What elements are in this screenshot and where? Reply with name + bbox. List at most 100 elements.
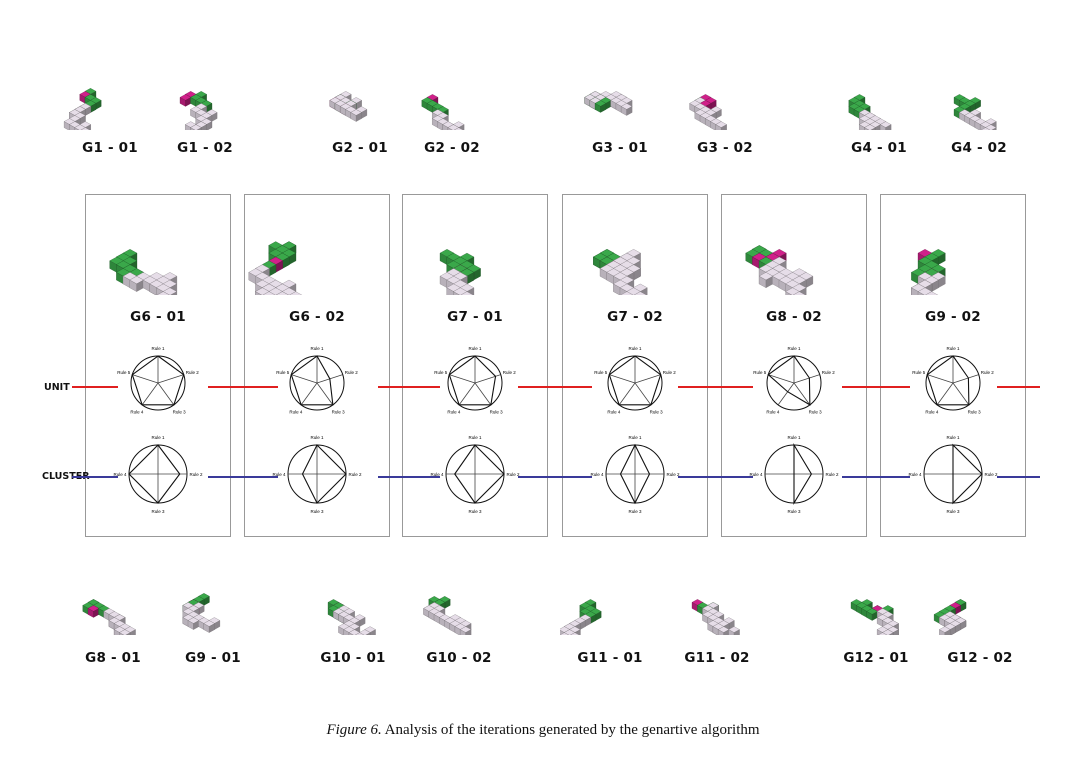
cluster-connector-line [518,476,592,478]
radar-axis-label: Rule 2 [503,370,517,375]
radar-polygon [128,444,181,504]
building-thumbnail [63,88,102,130]
radar-axis-label: Rule 3 [946,509,960,514]
panel-label: G7 - 01 [447,309,503,325]
radar-axis-label: Rule 4 [925,409,939,414]
building-thumbnail [691,599,740,635]
radar-axis [634,374,661,384]
cluster-connector-line [378,476,440,478]
radar-axis-label: Rule 2 [663,370,677,375]
radar-axis-label: Rule 2 [506,472,520,477]
radar-axis-label: Rule 4 [749,472,763,477]
radar-axis-label: Rule 3 [173,409,187,414]
cluster-connector-line [997,476,1040,478]
radar-axis [793,374,820,384]
radar-axis-label: Rule 4 [590,472,604,477]
building-model [745,245,814,295]
panel-label: G8 - 02 [766,309,822,325]
radar-axis [449,374,476,384]
building-model [439,249,481,295]
iteration-label: G10 - 02 [426,650,492,666]
radar-polygon [767,355,811,406]
iteration-label: G1 - 02 [177,140,233,156]
iteration-label: G4 - 01 [851,140,907,156]
radar-axis-label: Rule 3 [468,509,482,514]
iteration-label: G8 - 01 [85,650,141,666]
radar-axis-label: Rule 5 [276,370,290,375]
radar-axis-label: Rule 2 [345,370,359,375]
radar-axis [609,374,636,384]
radar-axis [952,374,979,384]
radar-axis-label: Rule 1 [468,435,482,440]
building-thumbnail [584,91,633,116]
radar-axis-label: Rule 4 [766,409,780,414]
building-thumbnail [421,94,465,130]
radar-axis [777,382,795,406]
radar-axis [768,374,795,384]
radar-axis [132,374,159,384]
radar-polygon [290,355,334,406]
radar-axis-label: Rule 3 [650,409,664,414]
radar-axis-label: Rule 4 [272,472,286,477]
iteration-label: G3 - 02 [697,140,753,156]
building-thumbnail [933,599,967,635]
figure-caption: Figure 6. Analysis of the iterations gen… [0,722,1086,739]
analysis-panel [562,194,708,537]
radar-polygon [952,443,983,505]
radar-polygon [793,443,813,505]
radar-axis [300,382,318,406]
radar-axis [157,374,184,384]
building-thumbnail [82,599,136,635]
cluster-connector-line [842,476,910,478]
analysis-panel [402,194,548,537]
iteration-label: G10 - 01 [320,650,386,666]
radar-axis-label: Rule 1 [151,346,165,351]
unit-connector-line [842,386,910,388]
radar-axis-label: Rule 4 [430,472,444,477]
radar-axis-label: Rule 1 [946,435,960,440]
radar-axis-label: Rule 5 [594,370,608,375]
iteration-label: G9 - 01 [185,650,241,666]
building-thumbnail [327,599,376,635]
unit-connector-line [678,386,753,388]
radar-axis-label: Rule 3 [968,409,982,414]
radar-axis-label: Rule 4 [113,472,127,477]
panel-label: G7 - 02 [607,309,663,325]
radar-axis-label: Rule 1 [310,435,324,440]
radar-axis-label: Rule 4 [289,409,303,414]
radar-axis [927,374,954,384]
unit-row-label: UNIT [44,382,70,393]
radar-axis [618,382,636,406]
building-model [248,241,303,295]
radar-axis-label: Rule 3 [151,509,165,514]
cluster-connector-line [678,476,753,478]
analysis-panel [244,194,390,537]
building-thumbnail [953,94,997,130]
radar-axis-label: Rule 4 [447,409,461,414]
unit-radar-chart: Rule 1 Rule 2 Rule 3 Rule 4 Rule 5 [117,346,200,414]
unit-connector-line [518,386,592,388]
iteration-label: G12 - 01 [843,650,909,666]
iteration-label: G1 - 01 [82,140,138,156]
iteration-label: G4 - 02 [951,140,1007,156]
radar-axis-label: Rule 5 [117,370,131,375]
radar-axis-label: Rule 4 [908,472,922,477]
radar-polygon [301,444,347,504]
radar-axis-label: Rule 4 [130,409,144,414]
panel-label: G6 - 02 [289,309,345,325]
iteration-label: G2 - 02 [424,140,480,156]
radar-polygon [608,355,662,406]
building-thumbnail [850,599,899,635]
building-thumbnail [329,91,368,122]
unit-connector-line [997,386,1040,388]
building-model [593,249,648,295]
radar-axis-label: Rule 2 [186,370,200,375]
radar-axis [157,382,175,406]
